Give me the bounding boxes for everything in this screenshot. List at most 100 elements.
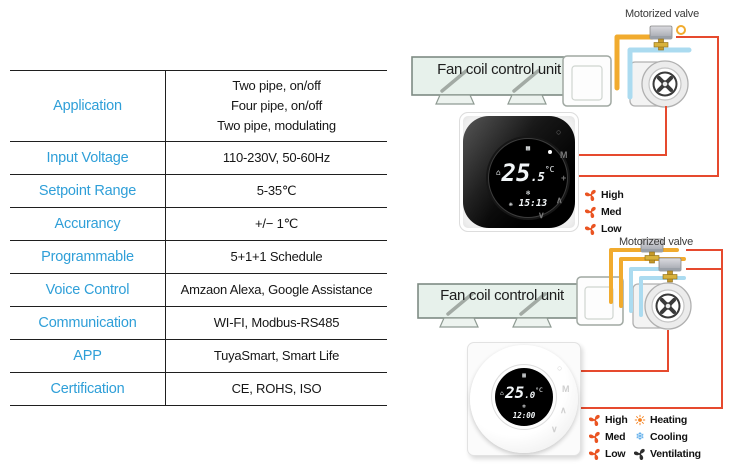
home-icon: ⌂ [496,168,501,177]
fan-coil-diagram-four-pipe [417,238,723,409]
snowflake-icon: ❄ [522,404,526,410]
fan-blower-icon [628,59,690,109]
row-label: Certification [10,373,166,405]
fan-coil-unit-label: Fan coil control unit [440,287,564,304]
fan-coil-unit-label: Fan coil control unit [437,61,561,78]
legend-item: Ventilating [634,445,701,462]
thermostat-display: ▦ ⌂ 25.5°C ❄ ❋ 15:13 [488,138,568,218]
air-vent [507,94,547,105]
temp-unit: °C [535,386,543,394]
home-icon: ⌂ [500,390,504,397]
legend-item: Med [589,428,628,445]
plus-button[interactable]: + [561,173,567,183]
mode-label: Cooling [650,430,688,443]
row-value: Two pipe, on/off Four pipe, on/off Two p… [217,77,336,134]
table-row: Accurancy +/− 1℃ [10,208,387,241]
snowflake-icon: ❄ [525,189,531,197]
temp-decimal: .5 [530,170,545,184]
coil-box-inner [571,65,603,101]
mode-label: Heating [650,413,688,426]
fan-speed-label: Med [605,430,626,443]
clock-readout: 12:00 [495,411,553,420]
fan-icon [585,206,597,218]
temperature-readout: 25.5°C [489,159,567,187]
clock-readout: ❋ 15:13 [489,198,567,209]
fan-speed-label: High [601,188,624,201]
fan-speed-label: High [605,413,628,426]
legend-item: Heating [634,411,701,428]
fan-wire [578,106,667,156]
table-row: Application Two pipe, on/off Four pipe, … [10,71,387,142]
fan-speed-label: Med [601,205,622,218]
legend-item: High [589,411,628,428]
motorized-valve-icon [649,25,673,51]
hot-water-pipe [614,34,655,91]
fan-speed-legend: High Med Low [589,411,628,462]
row-label: Setpoint Range [10,175,166,207]
row-value: CE, ROHS, ISO [231,380,322,396]
table-row: Communication WI-FI, Modbus-RS485 [10,307,387,340]
schedule-grid-icon: ▦ [522,372,526,379]
vent-vane [512,69,540,93]
thermostat-black: ▦ ⌂ 25.5°C ❄ ❋ 15:13 ○ M + ∧ ∨ [459,112,579,232]
row-label: Voice Control [10,274,166,306]
fan-icon [585,189,597,201]
row-value: WI-FI, Modbus-RS485 [213,314,340,330]
temp-value: 25 [505,383,525,402]
thermostat-white: ▦ ⌂ 25.0°C ❄ 12:00 ○ M ∧ ∨ [467,342,581,456]
legend-item: High [585,186,624,203]
fan-icon [589,414,601,426]
fan-icon [589,431,601,443]
fan-wire [580,330,669,372]
mode-button[interactable]: M [562,384,570,394]
thermostat-wire [578,36,719,177]
coil-box [562,55,612,107]
vent-vane [519,292,547,316]
moon-icon [548,150,552,154]
fan-icon: ❋ [508,200,513,208]
legend-item: Low [585,220,624,237]
valve-wire-loop [676,25,686,35]
temp-value: 25 [501,159,531,187]
power-button[interactable]: ○ [557,363,563,373]
table-row: Setpoint Range 5-35℃ [10,175,387,208]
sun-icon [634,414,646,426]
fan-icon [585,223,597,235]
table-row: Voice Control Amzaon Alexa, Google Assis… [10,274,387,307]
up-button[interactable]: ∧ [560,405,567,415]
snowflake-icon: ❄ [635,430,645,443]
vent-vane [446,292,474,316]
fan-speed-legend: High Med Low [585,186,624,237]
row-value: Amzaon Alexa, Google Assistance [180,281,373,297]
chilled-water-pipe [627,47,692,100]
legend-item: Med [585,203,624,220]
thermostat-display: ▦ ⌂ 25.0°C ❄ 12:00 [495,368,553,426]
row-label: Communication [10,307,166,339]
row-value: +/− 1℃ [254,215,299,231]
row-label: Application [10,71,166,141]
down-button[interactable]: ∨ [551,424,558,434]
temp-decimal: .0 [524,391,536,401]
schedule-grid-icon: ▦ [525,144,531,152]
air-vent [512,317,552,328]
motorized-valve-label: Motorized valve [618,236,694,248]
table-row: Certification CE, ROHS, ISO [10,373,387,406]
power-button[interactable]: ○ [556,127,562,137]
fan-icon [634,448,646,460]
fan-speed-label: Low [605,447,626,460]
temp-unit: °C [544,165,555,174]
up-button[interactable]: ∧ [556,195,563,205]
down-button[interactable]: ∨ [538,210,545,220]
table-row: APP TuyaSmart, Smart Life [10,340,387,373]
vent-vane [440,69,468,93]
air-vent [435,94,475,105]
thermostat-wire [580,249,723,409]
table-row: Programmable 5+1+1 Schedule [10,241,387,274]
row-label: Input Voltage [10,142,166,174]
row-label: APP [10,340,166,372]
row-value: TuyaSmart, Smart Life [213,347,340,363]
row-value: 110-230V, 50-60Hz [222,149,331,165]
mode-button[interactable]: M [560,150,568,160]
row-label: Accurancy [10,208,166,240]
